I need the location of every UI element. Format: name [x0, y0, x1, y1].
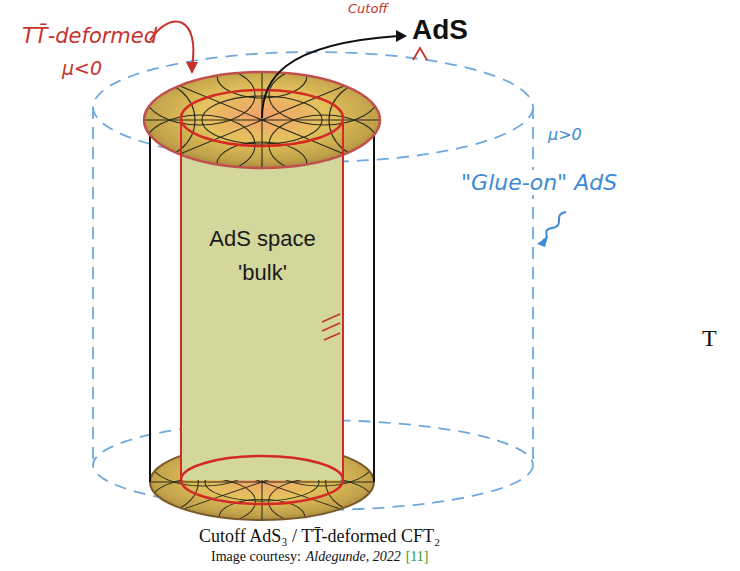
credit-line: Image courtesy: Aldegunde, 2022 [11] — [211, 549, 428, 565]
region-title: AdS space — [203, 226, 322, 252]
credit-author: Aldegunde, 2022 — [306, 549, 401, 565]
stray-letter: T — [702, 325, 717, 353]
parameter-label: μ>0 — [548, 126, 582, 144]
region-label: "Glue-on" AdS — [458, 170, 620, 195]
parameter-label: μ<0 — [62, 58, 102, 80]
figure-caption: Cutoff AdS₃ / TT̄-deformed CFT₂ — [199, 526, 440, 547]
bulk-region: AdS space 'bulk' — [203, 222, 322, 291]
citation-number: [11] — [406, 549, 429, 565]
region-label: TT̄-deformed — [22, 24, 157, 48]
credit-text: Image courtesy: — [211, 549, 301, 565]
annotation-label: Cutoff — [348, 2, 388, 17]
space-label: AdS — [412, 14, 468, 46]
region-subtitle: 'bulk' — [203, 260, 322, 286]
